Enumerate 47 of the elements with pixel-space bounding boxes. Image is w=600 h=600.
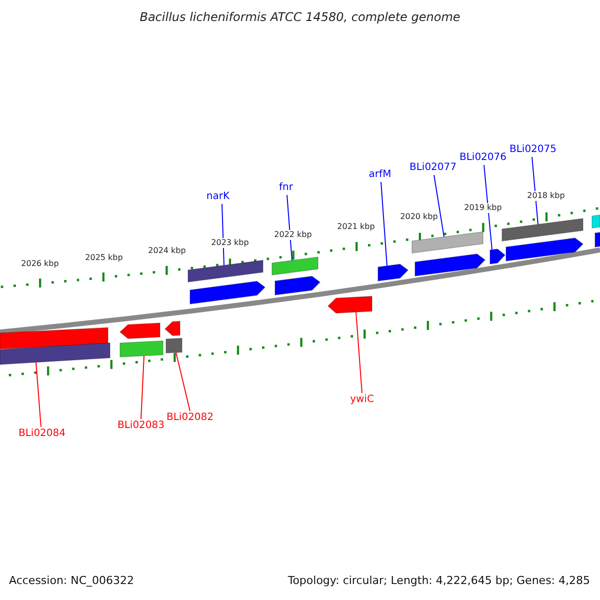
scale-label: 2021 kbp [336, 222, 376, 232]
gene-label: arfM [368, 169, 392, 181]
gene-label: BLi02082 [166, 412, 214, 424]
leader-line [484, 164, 492, 250]
leader-line [36, 362, 42, 428]
accession-label: Accession: NC_006322 [9, 574, 134, 588]
gene-bar [412, 231, 484, 254]
gene-block [190, 280, 266, 304]
gene-label: BLi02076 [459, 152, 507, 164]
gene-block [274, 276, 321, 296]
gene-label: ywiC [350, 394, 374, 406]
gene-block [490, 248, 506, 264]
scale-label: 2019 kbp [463, 203, 503, 213]
gene-label: BLi02083 [117, 420, 165, 432]
scale-label: 2023 kbp [210, 238, 250, 248]
gene-label: BLi02075 [509, 144, 557, 156]
genome-stats: Topology: circular; Length: 4,222,645 bp; Genes: 4,285 [288, 574, 590, 588]
gene-bar [120, 340, 164, 358]
scale-label: 2022 kbp [273, 230, 313, 240]
scale-label: 2026 kbp [20, 259, 60, 269]
scale-label: 2025 kbp [84, 253, 124, 263]
scale-label: 2024 kbp [147, 246, 187, 256]
leader-line [380, 182, 388, 266]
gene-label: BLi02084 [18, 428, 66, 440]
scale-label: 2018 kbp [526, 191, 566, 201]
gene-block [414, 254, 486, 276]
gene-bar [188, 260, 264, 282]
leader-line [434, 174, 444, 238]
gene-bar [502, 218, 584, 242]
gene-bar [166, 338, 182, 354]
gene-label: BLi02077 [409, 162, 457, 174]
title: Bacillus licheniformis ATCC 14580, complete genome [140, 10, 460, 24]
gene-bar [594, 232, 600, 248]
gene-bar [0, 342, 110, 365]
leader-line [356, 312, 362, 394]
gene-label: narK [206, 191, 230, 203]
gene-block [164, 320, 180, 336]
gene-bar [0, 327, 108, 350]
leader-line [176, 352, 190, 412]
gene-block [327, 296, 372, 314]
leader-line [140, 355, 144, 420]
gene-bar [592, 214, 600, 228]
scale-label: 2020 kbp [399, 212, 439, 222]
gene-block [119, 322, 160, 339]
gene-block [378, 264, 409, 282]
gene-bar [272, 256, 318, 276]
gene-label: fnr [279, 182, 293, 194]
